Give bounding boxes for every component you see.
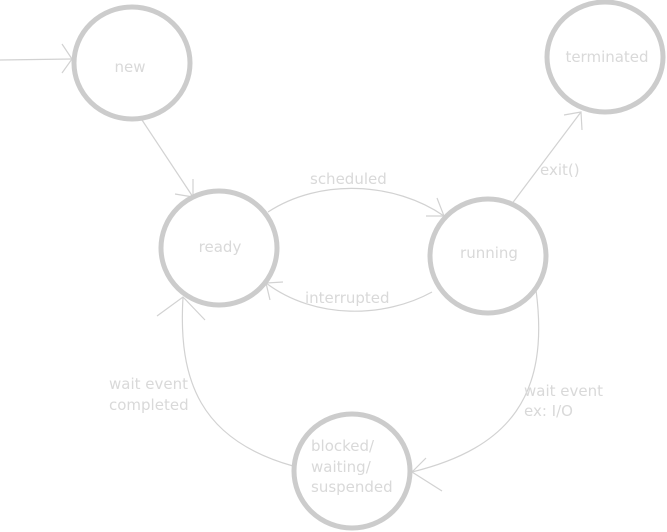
state-new-label: new [114,58,145,76]
transition-label-wait-event-io-line-1: wait event [524,382,603,400]
state-ready-label: ready [199,238,242,256]
edge-new-to-ready-arrowhead [174,179,194,198]
state-new: new [71,4,193,122]
edge-exit-arrowhead [563,111,583,131]
state-terminated: terminated [544,0,666,115]
transition-label-interrupted: interrupted [305,289,390,307]
state-terminated-circle [544,0,666,115]
transition-label-scheduled: scheduled [310,170,387,188]
state-running: running [427,196,549,316]
transition-label-wait-event-completed-line-2: completed [109,396,189,414]
edge-exit [510,111,582,206]
state-blocked-label-line-3: suspended [311,478,393,496]
transition-label-wait-event-completed-line-1: wait event [109,375,188,393]
transition-labels: scheduled interrupted exit() wait event … [109,161,603,420]
edge-new-to-ready [141,119,194,198]
transition-label-exit: exit() [540,161,580,179]
state-terminated-label: terminated [565,48,648,66]
edge-wait-event-completed [181,296,294,467]
edge-wait-event-io [411,289,540,473]
edge-entry-to-new [0,58,73,61]
state-running-circle [427,196,549,316]
edge-wait-event-io-arrowhead [411,457,443,492]
state-ready: ready [158,188,280,308]
edge-interrupted [265,282,433,312]
edge-scheduled [267,187,445,217]
transition-label-wait-event-io-line-2: ex: I/O [524,402,573,420]
edges [0,43,583,492]
state-blocked-circle [291,411,413,531]
state-running-label: running [460,244,518,262]
state-ready-circle [158,188,280,308]
state-blocked-label-line-1: blocked/ [311,437,375,455]
state-new-circle [71,4,193,122]
state-blocked-label-line-2: waiting/ [311,458,372,476]
edge-wait-event-completed-arrowhead [156,296,206,321]
state-blocked: blocked/ waiting/ suspended [291,411,413,531]
